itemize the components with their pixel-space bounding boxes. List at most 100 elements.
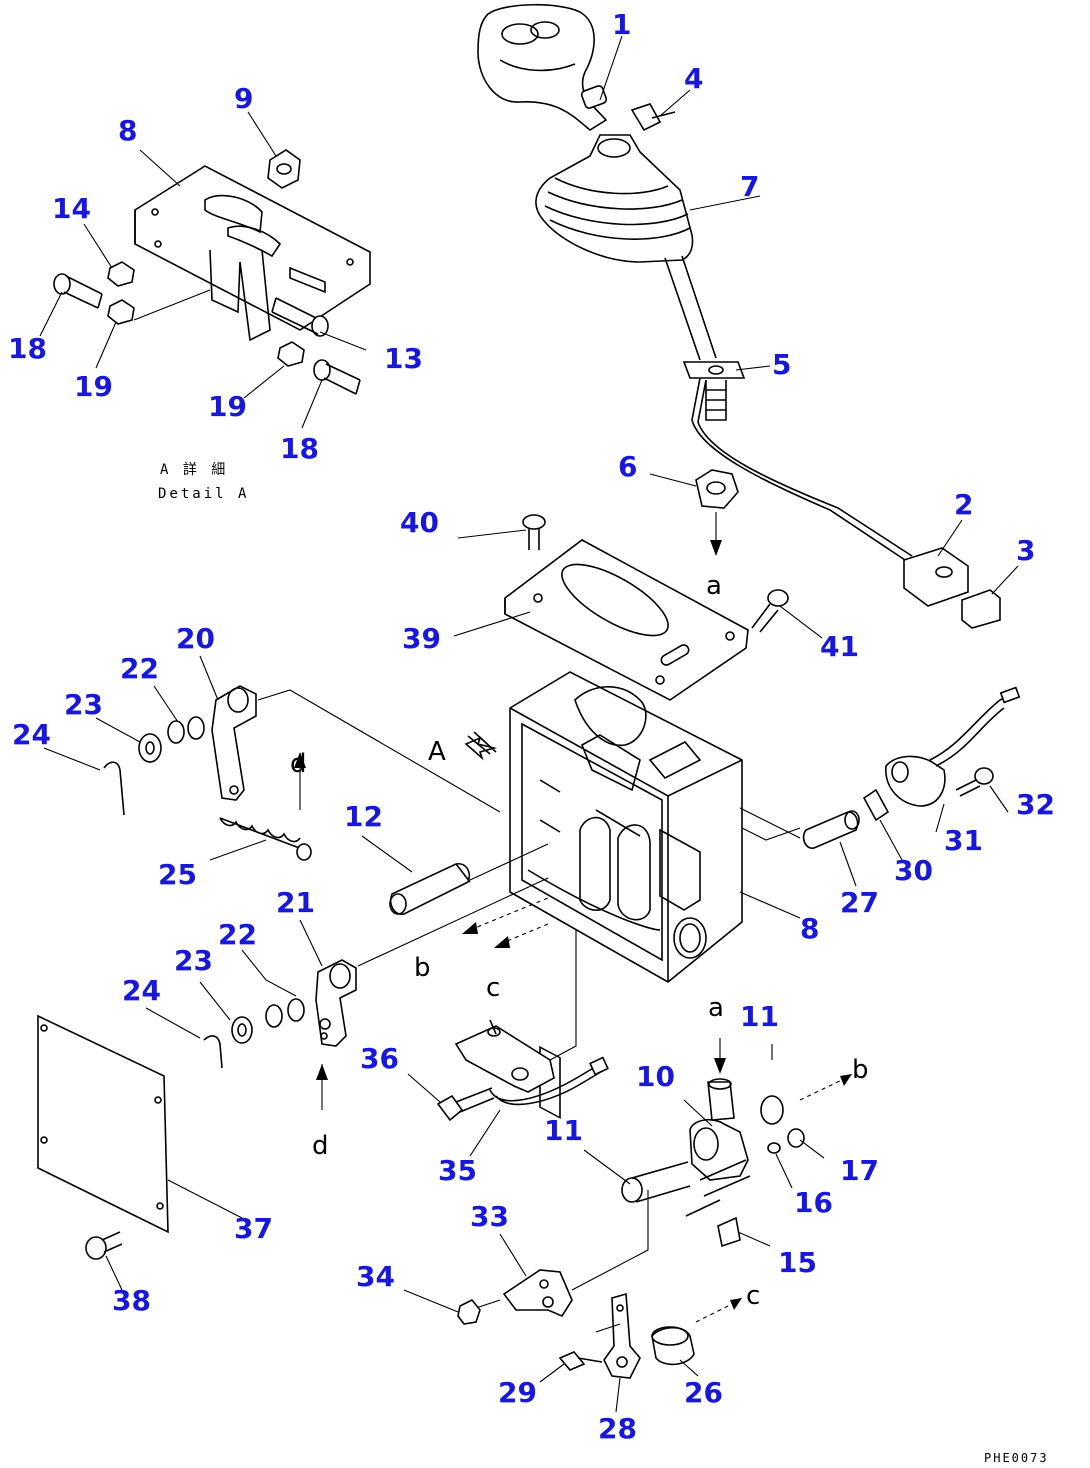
sensor-31 (885, 755, 946, 807)
callout-4: 4 (684, 62, 703, 95)
lever-21 (315, 959, 357, 1047)
callout-numbers: 1 2 3 4 5 6 7 8 8 9 10 11 11 12 13 14 15… (8, 8, 1055, 1445)
washer-23-lower (231, 1016, 253, 1044)
washer-22-lower-b (287, 998, 305, 1022)
pin-29 (558, 1351, 586, 1371)
bushing-11-upper (760, 1095, 784, 1125)
screw-38 (85, 1236, 107, 1260)
callout-41: 41 (820, 630, 859, 663)
callout-1: 1 (612, 8, 631, 41)
washer-14 (107, 261, 135, 287)
callout-28: 28 (598, 1412, 637, 1445)
cover-plate-assembly (37, 1014, 169, 1260)
letter-b-right: b (852, 1055, 869, 1085)
letter-a-lower: a (708, 993, 724, 1023)
bolt-40 (522, 514, 546, 530)
letter-d-upper: d (290, 749, 307, 779)
nut-34 (457, 1298, 481, 1325)
bolt-13 (311, 315, 329, 337)
callout-15: 15 (778, 1246, 817, 1279)
callout-40: 40 (400, 506, 439, 539)
callout-30: 30 (894, 854, 933, 887)
callout-8-housing: 8 (800, 912, 819, 945)
link-28 (603, 1292, 641, 1379)
spacer-30 (862, 788, 890, 822)
connector-cap-3 (961, 589, 1001, 629)
bushing-11-lower (621, 1177, 643, 1203)
callout-12: 12 (344, 800, 383, 833)
screw-4 (630, 103, 662, 132)
callout-17: 17 (840, 1154, 879, 1187)
callout-11-upper: 11 (740, 1000, 779, 1033)
callout-20: 20 (176, 622, 215, 655)
cover-plate-37 (37, 1014, 169, 1234)
callout-16: 16 (794, 1186, 833, 1219)
callout-37: 37 (234, 1212, 273, 1245)
callout-33: 33 (470, 1200, 509, 1233)
pin-24-lower (203, 1035, 223, 1069)
connector-2 (903, 547, 969, 607)
callout-8-detail: 8 (118, 114, 137, 147)
callout-2: 2 (954, 488, 973, 521)
arm-33 (502, 1269, 573, 1318)
lower-shaft-group (203, 877, 549, 1110)
detail-a-bracket (53, 149, 371, 395)
lever-20 (211, 685, 257, 801)
sleeve-26 (651, 1326, 695, 1366)
callout-14: 14 (52, 192, 91, 225)
callout-24-upper: 24 (12, 718, 51, 751)
bolt-18-lower (313, 359, 331, 381)
main-housing (509, 671, 743, 1119)
bracket-35 (454, 1025, 555, 1093)
callout-7: 7 (740, 170, 759, 203)
lever-knob (477, 3, 608, 131)
shift-lever-assembly (477, 3, 1001, 629)
callout-13: 13 (384, 342, 423, 375)
pin-27 (802, 811, 859, 849)
callout-25: 25 (158, 858, 197, 891)
bolt-18-upper (53, 273, 71, 295)
nut-9 (267, 149, 301, 189)
lever-rod (664, 255, 717, 361)
callout-18-upper: 18 (8, 332, 47, 365)
fitting-10 (707, 1081, 735, 1121)
washer-22-upper-b (187, 716, 205, 740)
callout-21: 21 (276, 886, 315, 919)
callout-22-upper: 22 (120, 652, 159, 685)
detail-a-caption: Detail A (158, 486, 249, 502)
callout-22-lower: 22 (218, 918, 257, 951)
callout-23-upper: 23 (64, 688, 103, 721)
section-marker-a (464, 731, 498, 761)
leader-lines (39, 35, 1019, 1413)
callout-31: 31 (944, 824, 983, 857)
callout-23-lower: 23 (174, 944, 213, 977)
callout-38: 38 (112, 1284, 151, 1317)
top-plate (504, 539, 749, 701)
callout-3: 3 (1016, 534, 1035, 567)
letter-c-left: c (486, 973, 500, 1003)
callout-29: 29 (498, 1376, 537, 1409)
callout-24-lower: 24 (122, 974, 161, 1007)
callout-6: 6 (618, 450, 637, 483)
washer-22-lower-a (265, 1004, 283, 1028)
upper-shaft-group (103, 685, 549, 915)
nut-19-upper (107, 299, 135, 325)
callout-19-upper: 19 (74, 370, 113, 403)
letter-a-upper: a (706, 571, 722, 601)
detail-a-label: A 詳 細 (160, 462, 228, 478)
callout-9: 9 (234, 82, 253, 115)
callout-34: 34 (356, 1260, 395, 1293)
callout-27: 27 (840, 886, 879, 919)
bolt-36 (436, 1094, 464, 1122)
top-plate-assembly (504, 514, 789, 701)
callout-19-lower: 19 (208, 390, 247, 423)
washer-22-upper-a (167, 720, 185, 744)
lower-linkage (436, 930, 852, 1379)
nut-6 (695, 469, 739, 509)
nut-19-lower (277, 341, 305, 367)
connection-letters: a a b b c c d d (290, 571, 869, 1311)
callout-32: 32 (1016, 788, 1055, 821)
spring-25 (219, 817, 311, 853)
callout-35: 35 (438, 1154, 477, 1187)
